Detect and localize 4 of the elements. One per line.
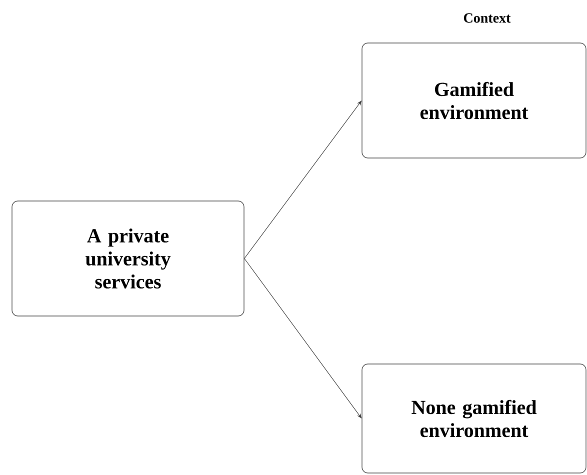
heading-label: Context: [464, 13, 511, 23]
process-box: None gamified environment: [362, 364, 586, 474]
process-box: A private university services: [12, 200, 244, 316]
process-box: Gamified environment: [362, 42, 586, 158]
